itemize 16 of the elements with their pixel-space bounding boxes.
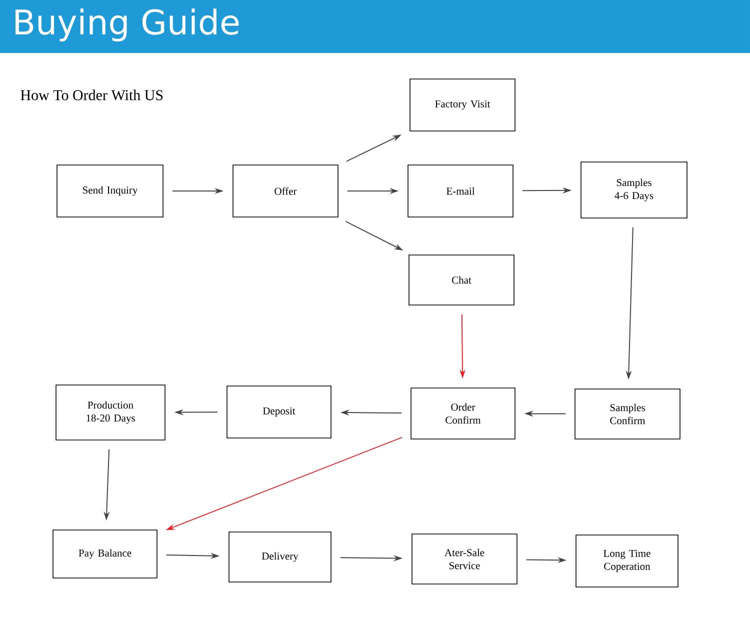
process-box: Send Inquiry: [56, 164, 164, 218]
process-box: Pay Balance: [52, 530, 158, 578]
process-box: E-mail: [408, 164, 514, 218]
process-box: Samples Confirm: [574, 388, 680, 440]
process-box: Production 18-20 Days: [56, 384, 166, 440]
process-box: Chat: [408, 254, 514, 306]
process-box: Factory Visit: [410, 78, 516, 132]
subtitle: How To Order With US: [20, 90, 163, 100]
process-box: Order Confirm: [410, 388, 516, 440]
process-box: Delivery: [228, 532, 332, 582]
process-box: Offer: [232, 164, 338, 218]
title-banner: Buying Guide: [0, 0, 750, 53]
process-box: Long Time Coperation: [576, 534, 678, 588]
process-box: Deposit: [226, 386, 332, 438]
process-box: Samples 4-6 Days: [580, 162, 688, 218]
process-box: Ater-Sale Service: [412, 534, 518, 584]
